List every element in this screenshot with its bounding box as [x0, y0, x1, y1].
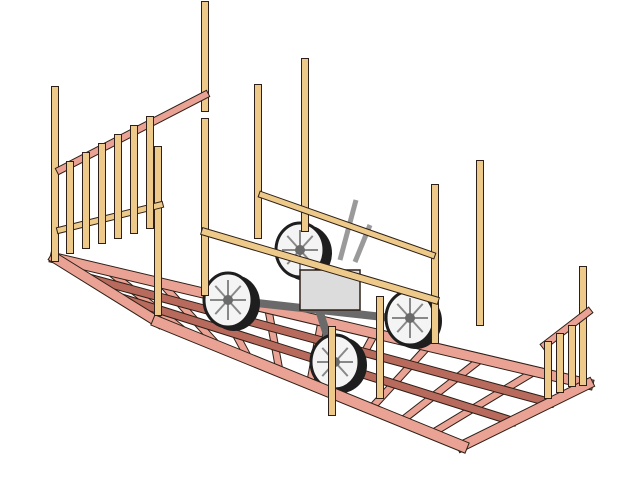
- cross-beam: [396, 354, 486, 426]
- front-mid-rail: [258, 191, 436, 259]
- cross-beam: [427, 367, 539, 438]
- right-top-rail: [540, 307, 593, 350]
- right-end-beam: [455, 377, 595, 453]
- wheel-hub: [405, 313, 415, 323]
- cross-beam: [264, 304, 284, 376]
- left-mid-rail: [56, 201, 164, 234]
- front-top-rail: [201, 228, 439, 304]
- brake-lever: [337, 199, 359, 261]
- inner-long-beam: [81, 272, 555, 407]
- wheel-hub: [223, 295, 233, 305]
- brake-mechanism: [299, 269, 361, 311]
- front-long-beam: [151, 315, 469, 453]
- wheel-hub: [295, 245, 305, 255]
- left-end-beam: [48, 251, 165, 329]
